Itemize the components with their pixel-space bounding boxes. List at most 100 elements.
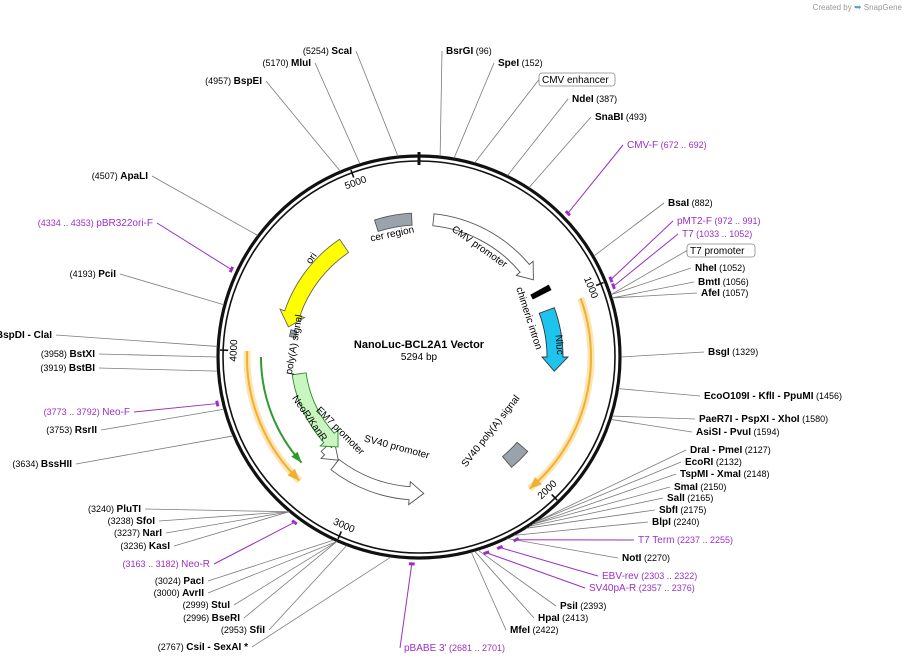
enzyme-site-afei[interactable]: AfeI (1057) — [701, 288, 748, 299]
enzyme-name: BspEI — [234, 76, 263, 87]
feature-arrow-cmv-promoter — [432, 213, 534, 281]
leader-scai — [355, 50, 399, 157]
primer-leader-t7 — [613, 233, 679, 287]
enzyme-site-stui[interactable]: (2999) StuI — [183, 600, 231, 611]
primer-leader-neo-f — [133, 403, 218, 413]
enzyme-site-bstxi[interactable]: (3958) BstXI — [41, 349, 95, 360]
enzyme-site-ecori[interactable]: EcoRI (2132) — [685, 457, 742, 468]
snapgene-credit: Created by ➥ SnapGene — [813, 2, 902, 13]
enzyme-name: SpeI — [498, 58, 519, 69]
primer-site-neo-r — [291, 519, 298, 526]
leader-bstxi — [98, 353, 218, 358]
enzyme-pos: (2165) — [685, 493, 714, 503]
primer-leader-sv40pa-r — [486, 552, 586, 589]
enzyme-site-tspmi[interactable]: TspMI - XmaI (2148) — [680, 469, 769, 480]
enzyme-site-avrii[interactable]: (3000) AvrII — [154, 588, 205, 599]
enzyme-site-mfei[interactable]: MfeI (2422) — [510, 625, 559, 636]
enzyme-pos: (3238) — [108, 516, 137, 526]
enzyme-site-nhei[interactable]: NheI (1052) — [695, 263, 745, 274]
primer-pmt2-f[interactable]: pMT2-F (972 .. 991) — [677, 216, 761, 227]
orf-nluc-bcl2a1-halo — [527, 296, 595, 492]
leader-sfoi — [158, 511, 290, 522]
enzyme-site-spei[interactable]: SpeI (152) — [498, 58, 543, 69]
enzyme-name: PciI — [98, 269, 116, 280]
enzyme-site-bspdi[interactable]: (4018) BspDI - ClaI — [0, 330, 52, 341]
primer-name: T7 Term — [638, 535, 675, 546]
leader-bspdi — [55, 334, 218, 347]
enzyme-site-sfii[interactable]: (2953) SfiI — [221, 625, 265, 636]
enzyme-name: SmaI — [674, 482, 698, 493]
primer-neo-f[interactable]: (3773 .. 3792) Neo-F — [44, 407, 130, 418]
enzyme-site-bseri[interactable]: (2996) BseRI — [183, 613, 240, 624]
feature-arrow-nluc — [538, 307, 570, 372]
enzyme-extra: - ClaI — [25, 330, 52, 341]
enzyme-name: BstXI — [69, 349, 95, 360]
enzyme-site-scai[interactable]: (5254) ScaI — [303, 46, 352, 57]
enzyme-site-apali[interactable]: (4507) ApaLI — [92, 171, 149, 182]
enzyme-site-pluti[interactable]: (3240) PluTI — [88, 504, 141, 515]
primer-sv40pa-r[interactable]: SV40pA-R (2357 .. 2376) — [589, 583, 695, 594]
primer-site-sv40pa-r — [483, 550, 490, 556]
enzyme-site-sbfi[interactable]: SbfI (2175) — [659, 505, 706, 516]
primer-pbr322ori-f[interactable]: (4334 .. 4353) pBR322ori-F — [38, 218, 153, 229]
primer-range: (2681 .. 2701) — [447, 643, 506, 653]
enzyme-site-ecoo109i[interactable]: EcoO109I - KflI - PpuMI (1456) — [704, 391, 842, 402]
primer-t7-term[interactable]: T7 Term (2237 .. 2255) — [638, 535, 733, 546]
enzyme-name: NarI — [143, 528, 163, 539]
enzyme-site-bstbi[interactable]: (3919) BstBI — [40, 363, 95, 374]
enzyme-site-paci[interactable]: (3024) PacI — [155, 576, 204, 587]
enzyme-name: ScaI — [331, 46, 352, 57]
enzyme-pos: (4193) — [70, 269, 99, 279]
primer-name: Neo-R — [181, 559, 210, 570]
feature-label-nluc: Nluc — [552, 334, 565, 355]
scale-tick-label: 4000 — [228, 339, 240, 362]
primer-pbabe-3[interactable]: pBABE 3' (2681 .. 2701) — [404, 643, 505, 654]
enzyme-site-bsrgi[interactable]: BsrGI (96) — [446, 46, 492, 57]
primer-cmv-f[interactable]: CMV-F (672 .. 692) — [627, 140, 707, 151]
feature-arrow-polya-signal — [289, 329, 298, 338]
enzyme-site-bsshii[interactable]: (3634) BssHII — [12, 459, 72, 470]
enzyme-site-smai[interactable]: SmaI (2150) — [674, 482, 726, 493]
leader-ndei — [507, 98, 569, 176]
enzyme-pos: (2996) — [183, 613, 212, 623]
enzyme-name: TspMI — [680, 469, 708, 480]
primer-t7[interactable]: T7 (1033 .. 1052) — [682, 229, 752, 240]
enzyme-site-sali[interactable]: SalI (2165) — [667, 493, 713, 504]
t7-promoter-box — [686, 243, 756, 258]
enzyme-name: SbfI — [659, 505, 678, 516]
enzyme-pos: (1056) — [720, 277, 749, 287]
primer-ebv-rev[interactable]: EBV-rev (2303 .. 2322) — [602, 571, 697, 582]
enzyme-site-pcii[interactable]: (4193) PciI — [70, 269, 117, 280]
enzyme-site-mlui[interactable]: (5170) MluI — [262, 58, 311, 69]
enzyme-site-blpi[interactable]: BlpI (2240) — [652, 517, 699, 528]
enzyme-site-csii[interactable]: (2767) CsiI - SexAI * — [158, 642, 248, 653]
enzyme-site-bspei[interactable]: (4957) BspEI — [205, 76, 262, 87]
leader-paer7i — [612, 415, 696, 420]
enzyme-name: PluTI — [117, 504, 142, 515]
enzyme-site-paer7i[interactable]: PaeR7I - PspXI - XhoI (1580) — [699, 414, 828, 425]
enzyme-site-noti[interactable]: NotI (2270) — [622, 553, 670, 564]
enzyme-name: BstBI — [69, 363, 95, 374]
enzyme-site-nari[interactable]: (3237) NarI — [114, 528, 162, 539]
enzyme-pos: (2270) — [641, 553, 670, 563]
enzyme-site-bmti[interactable]: BmtI (1056) — [698, 277, 749, 288]
enzyme-site-drai[interactable]: DraI - PmeI (2127) — [690, 445, 771, 456]
enzyme-pos: (1329) — [730, 347, 759, 357]
enzyme-site-ndei[interactable]: NdeI (387) — [572, 94, 617, 105]
enzyme-site-bsgi[interactable]: BsgI (1329) — [708, 347, 758, 358]
enzyme-pos: (2127) — [742, 445, 771, 455]
t7-promoter-label[interactable]: T7 promoter — [690, 246, 745, 257]
cmv-enhancer-label[interactable]: CMV enhancer — [542, 75, 609, 86]
primer-neo-r[interactable]: (3163 .. 3182) Neo-R — [123, 559, 210, 570]
enzyme-site-bsai[interactable]: BsaI (882) — [668, 198, 713, 209]
orf-neor — [246, 350, 301, 482]
enzyme-site-kasi[interactable]: (3236) KasI — [120, 541, 170, 552]
enzyme-site-snabi[interactable]: SnaBI (493) — [595, 112, 647, 123]
enzyme-site-rsrii[interactable]: (3753) RsrII — [46, 425, 97, 436]
enzyme-extra: - PvuI — [721, 427, 751, 438]
enzyme-site-sfoi[interactable]: (3238) SfoI — [108, 516, 156, 527]
enzyme-extra: - SexAI * — [205, 642, 248, 653]
enzyme-site-asisi[interactable]: AsiSI - PvuI (1594) — [696, 427, 780, 438]
enzyme-site-psii[interactable]: PsiI (2393) — [560, 601, 606, 612]
enzyme-site-hpai[interactable]: HpaI (2413) — [538, 613, 588, 624]
